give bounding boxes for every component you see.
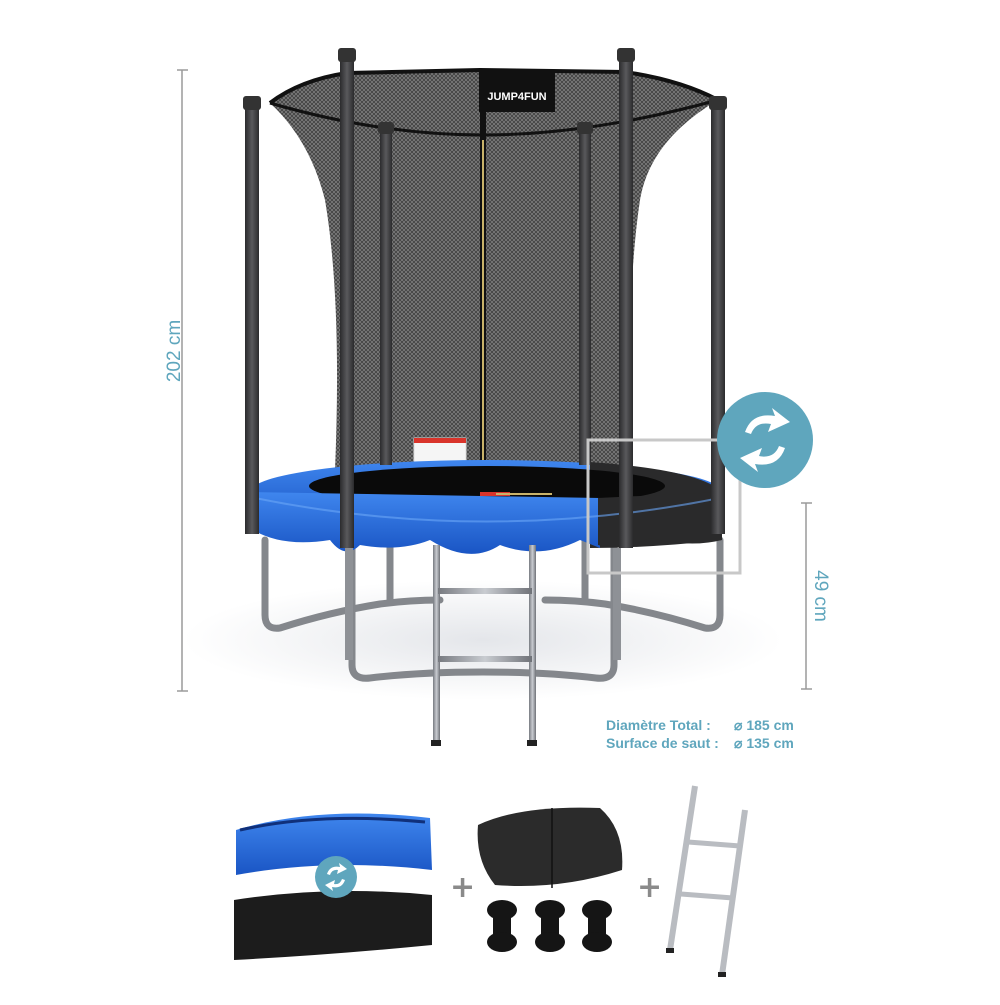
detail-highlight-box <box>586 438 742 575</box>
pole-cap <box>487 900 517 952</box>
height-dimension-line <box>177 69 188 692</box>
brand-logo-tag <box>479 72 555 112</box>
accessory-net-bag <box>477 807 623 888</box>
pole-cap <box>582 900 612 952</box>
accessory-padding-blue <box>236 813 432 875</box>
pole <box>619 58 633 548</box>
spec-label: Surface de saut : <box>606 735 719 751</box>
brand-logo: JUMP4FUN <box>487 91 546 103</box>
floor-shadow <box>183 580 783 700</box>
net-poles <box>243 48 727 548</box>
plus-separator: + <box>450 870 476 905</box>
spec-value: ⌀ 185 cm <box>734 717 794 733</box>
accessory-padding-black <box>234 891 432 960</box>
total-height-label: 202 cm <box>164 319 185 383</box>
plus-separator: + <box>637 870 663 905</box>
spec-value: ⌀ 135 cm <box>734 735 794 751</box>
spec-label: Diamètre Total : <box>606 717 711 733</box>
frame-height-label: 49 cm <box>810 570 831 622</box>
pole <box>579 130 591 465</box>
refresh-arrows-icon-small <box>315 856 357 898</box>
spec-jump-surface: Surface de saut : ⌀ 135 cm <box>606 734 794 752</box>
frame-legs <box>261 536 724 682</box>
safety-net: JUMP4FUN <box>268 67 719 492</box>
diameter-specs: Diamètre Total : ⌀ 185 cm Surface de sau… <box>606 716 794 752</box>
pole <box>380 130 392 465</box>
accessory-ladder <box>666 785 748 977</box>
trampoline-bed <box>250 460 722 554</box>
ladder <box>431 545 537 746</box>
frame-height-dimension-line <box>801 502 812 690</box>
pole-cap <box>535 900 565 952</box>
accessory-pole-caps <box>487 900 612 952</box>
front-legs <box>345 548 621 660</box>
pole <box>711 106 725 534</box>
pole <box>245 106 259 534</box>
spec-total-diameter: Diamètre Total : ⌀ 185 cm <box>606 716 794 734</box>
refresh-arrows-icon <box>717 392 813 488</box>
pole <box>340 58 354 548</box>
